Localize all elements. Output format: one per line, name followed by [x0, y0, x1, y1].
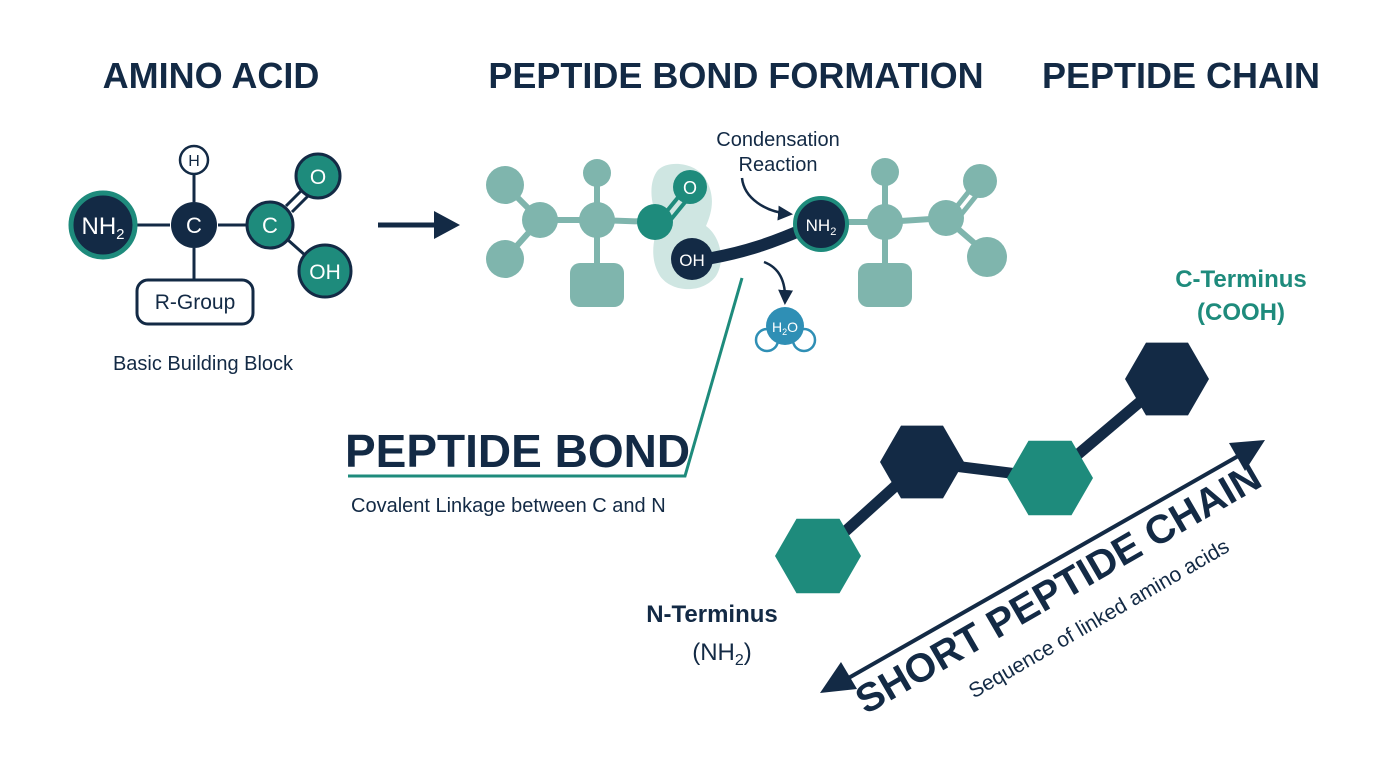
carboxyl-carbon-atom: C: [245, 200, 295, 250]
bond-connector: [706, 222, 812, 264]
condensation-label-line1: Condensation: [716, 129, 839, 151]
svg-text:NH2: NH2: [81, 213, 124, 243]
title-amino-acid: AMINO ACID: [103, 55, 320, 96]
r-group-label: R-Group: [155, 291, 236, 314]
peptide-bond-title: PEPTIDE BOND: [345, 425, 690, 477]
formation-amine-subscript: 2: [830, 226, 836, 238]
water-h-label: H: [772, 319, 782, 335]
n-terminus-line1: N-Terminus: [646, 601, 778, 628]
left-carbonyl: O: [637, 170, 707, 240]
residue-4-hexagon: [1125, 342, 1209, 416]
peptide-chain: [775, 342, 1209, 594]
svg-text:(NH2): (NH2): [692, 639, 752, 669]
c-terminus-line1: C-Terminus: [1175, 266, 1307, 293]
amine-atom: NH2: [68, 190, 138, 260]
alpha-carbon-label: C: [186, 213, 202, 238]
svg-text:NH2: NH2: [806, 216, 837, 238]
peptide-bond-caption: Covalent Linkage between C and N: [351, 495, 666, 517]
condensation-label-line2: Reaction: [739, 154, 818, 176]
hydroxyl-group: OH: [297, 243, 353, 299]
amine-label: NH: [81, 213, 116, 240]
amino-acid-caption: Basic Building Block: [113, 353, 294, 375]
amine-subscript: 2: [116, 226, 124, 243]
alpha-carbon-atom: C: [171, 202, 217, 248]
oxygen-atom: O: [294, 152, 342, 200]
hydrogen-atom: H: [178, 144, 210, 176]
chain-length-arrow: [820, 440, 1265, 693]
amino-acid-structure: NH2 C H C O OH R-Group Basic Building B: [68, 144, 353, 375]
hydroxyl-label: OH: [309, 261, 341, 284]
water-o-label: O: [787, 319, 798, 335]
condensation-arrow: [740, 177, 793, 221]
r-group-box: R-Group: [135, 278, 255, 326]
water-release: H2O: [754, 260, 817, 353]
leaving-hydroxyl: OH: [671, 238, 713, 280]
formation-amine-label: NH: [806, 216, 831, 235]
n-terminus-label: N-Terminus (NH2): [646, 601, 778, 669]
peptide-bond-callout: PEPTIDE BOND Covalent Linkage between C …: [345, 277, 744, 517]
title-peptide-bond-formation: PEPTIDE BOND FORMATION: [488, 55, 983, 96]
residue-2-hexagon: [880, 425, 964, 499]
svg-text:H2O: H2O: [772, 319, 798, 337]
n-terminus-line2-suffix: ): [744, 639, 752, 666]
formation-hydroxyl-label: OH: [679, 251, 705, 270]
left-molecule: [486, 159, 656, 307]
residue-1-hexagon: [775, 518, 861, 594]
n-terminus-line2-prefix: (NH: [692, 639, 735, 666]
process-arrow: [378, 211, 460, 239]
residue-3-hexagon: [1007, 440, 1093, 516]
right-molecule: [844, 158, 1007, 307]
carboxyl-carbon-label: C: [262, 213, 278, 238]
condensation-reaction-label: Condensation Reaction: [716, 129, 840, 221]
c-terminus-line2: (COOH): [1197, 299, 1285, 326]
oxygen-label: O: [310, 166, 326, 189]
formation-oxygen-label: O: [683, 178, 697, 198]
hydrogen-label: H: [188, 153, 200, 170]
water-release-arrow: [763, 260, 794, 305]
water-subscript: 2: [782, 327, 787, 337]
c-terminus-label: C-Terminus (COOH): [1175, 266, 1307, 326]
n-terminus-line2-subscript: 2: [735, 652, 744, 669]
incoming-amine: NH2: [793, 196, 849, 252]
title-peptide-chain: PEPTIDE CHAIN: [1042, 55, 1320, 96]
